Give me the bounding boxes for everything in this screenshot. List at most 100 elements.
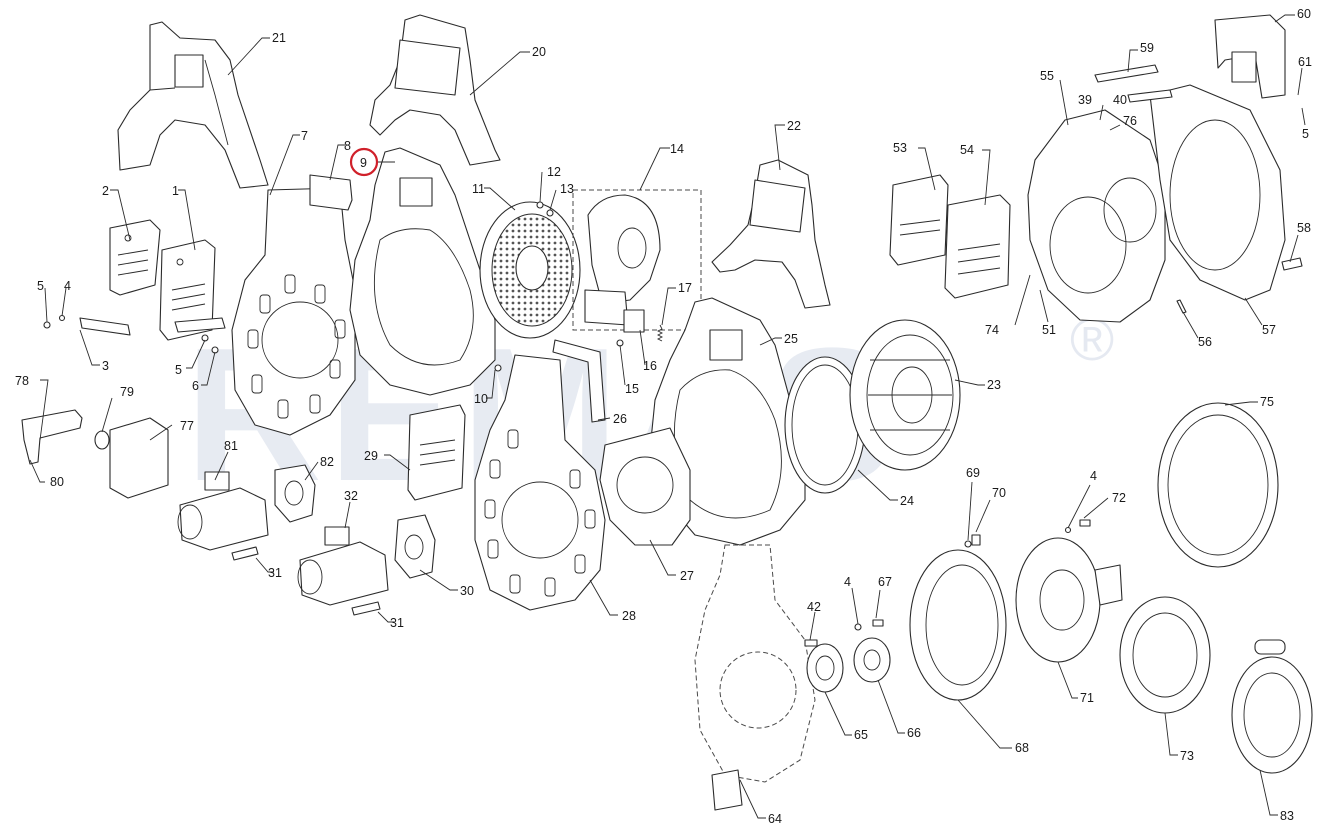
label-67: 67 [878, 575, 892, 589]
label-58: 58 [1297, 221, 1311, 235]
label-61: 61 [1298, 55, 1312, 69]
part-66-pulley[interactable] [853, 637, 891, 683]
label-4: 4 [64, 279, 71, 293]
part-81-starter-motor[interactable] [177, 471, 269, 551]
part-29-bracket[interactable] [407, 404, 466, 501]
part-65-bearing[interactable] [806, 643, 844, 693]
part-10-screw[interactable] [494, 364, 502, 372]
part-59-strip[interactable] [1094, 64, 1173, 103]
label-12: 12 [547, 165, 561, 179]
label-81: 81 [224, 439, 238, 453]
label-82: 82 [320, 455, 334, 469]
label-79: 79 [120, 385, 134, 399]
label-10: 10 [474, 392, 488, 406]
label-76: 76 [1123, 114, 1137, 128]
part-71-recoil-starter[interactable] [1015, 537, 1123, 663]
part-2-bracket[interactable] [109, 219, 161, 296]
part-labels: 21 20 22 2 1 3 5 4 5 6 7 8 9 10 11 12 13… [15, 7, 1312, 826]
label-40: 40 [1113, 93, 1127, 107]
label-69: 69 [966, 466, 980, 480]
part-68-ring[interactable] [909, 549, 1007, 701]
part-23-flywheel-cover[interactable] [849, 319, 961, 471]
part-75-ring[interactable] [1157, 402, 1279, 568]
part-6-bracket[interactable] [174, 317, 226, 333]
label-6: 6 [192, 379, 199, 393]
part-51-fan-housing[interactable] [1027, 109, 1166, 323]
part-26-seal[interactable] [552, 339, 606, 423]
part-53-bracket[interactable] [889, 174, 949, 266]
label-22: 22 [787, 119, 801, 133]
part-54-bracket[interactable] [944, 194, 1011, 299]
part-64-plate-dashed[interactable] [694, 544, 816, 811]
label-80: 80 [50, 475, 64, 489]
part-78-bracket[interactable] [21, 409, 83, 465]
label-39: 39 [1078, 93, 1092, 107]
label-20: 20 [532, 45, 546, 59]
label-21: 21 [272, 31, 286, 45]
part-21-upper-shroud[interactable] [117, 21, 269, 189]
label-31-b: 31 [390, 616, 404, 630]
part-30-flange[interactable] [394, 514, 436, 579]
label-2: 2 [102, 184, 109, 198]
label-70: 70 [992, 486, 1006, 500]
label-5-b: 5 [175, 363, 182, 377]
part-73-starter-cover[interactable] [1119, 596, 1211, 714]
highlight-ring [349, 147, 379, 177]
part-24-gasket[interactable] [784, 356, 866, 494]
label-32: 32 [344, 489, 358, 503]
label-3: 3 [102, 359, 109, 373]
label-24: 24 [900, 494, 914, 508]
label-5-c: 5 [1302, 127, 1309, 141]
part-60-bracket[interactable] [1214, 14, 1286, 99]
part-20-upper-shroud[interactable] [369, 14, 501, 166]
label-68: 68 [1015, 741, 1029, 755]
label-5: 5 [37, 279, 44, 293]
part-77-connector-box[interactable] [109, 417, 169, 499]
label-11: 11 [472, 182, 485, 196]
label-54: 54 [960, 143, 974, 157]
leader-lines [29, 14, 1306, 819]
label-25: 25 [784, 332, 798, 346]
label-8: 8 [344, 139, 351, 153]
label-64: 64 [768, 812, 782, 826]
label-16: 16 [643, 359, 657, 373]
part-83-starter-cover[interactable] [1231, 639, 1313, 774]
label-74: 74 [985, 323, 999, 337]
part-11-mesh-guard[interactable] [479, 201, 581, 339]
part-14-baffle-assembly[interactable] [572, 189, 702, 342]
label-31: 31 [268, 566, 282, 580]
label-51: 51 [1042, 323, 1056, 337]
part-32-starter-motor[interactable] [297, 526, 389, 606]
part-1-bracket[interactable] [159, 239, 216, 341]
part-58-bolt[interactable] [1281, 257, 1303, 271]
label-55: 55 [1040, 69, 1054, 83]
label-1: 1 [172, 184, 179, 198]
label-71: 71 [1080, 691, 1094, 705]
label-28: 28 [622, 609, 636, 623]
part-56-pin[interactable] [1176, 299, 1187, 314]
label-66: 66 [907, 726, 921, 740]
part-27-gasket-plate[interactable] [599, 427, 691, 546]
part-31-bolts[interactable] [231, 546, 381, 616]
label-72: 72 [1112, 491, 1126, 505]
label-7: 7 [301, 129, 308, 143]
label-23: 23 [987, 378, 1001, 392]
label-15: 15 [625, 382, 639, 396]
label-9[interactable]: 9 [360, 156, 367, 170]
label-26: 26 [613, 412, 627, 426]
label-4-c: 4 [1090, 469, 1097, 483]
parts-12-13-screws[interactable] [536, 201, 554, 217]
part-79-grommet[interactable] [94, 430, 110, 450]
part-7-back-plate[interactable] [231, 187, 356, 436]
part-28-back-plate[interactable] [474, 354, 606, 611]
part-22-upper-shroud[interactable] [711, 159, 831, 309]
label-77: 77 [180, 419, 194, 433]
label-27: 27 [680, 569, 694, 583]
part-57-cover[interactable] [1149, 84, 1286, 301]
part-8-seal[interactable] [309, 174, 353, 211]
part-9-fan-housing[interactable] [349, 147, 496, 396]
label-73: 73 [1180, 749, 1194, 763]
label-4-b: 4 [844, 575, 851, 589]
part-3-clip[interactable] [79, 317, 131, 336]
